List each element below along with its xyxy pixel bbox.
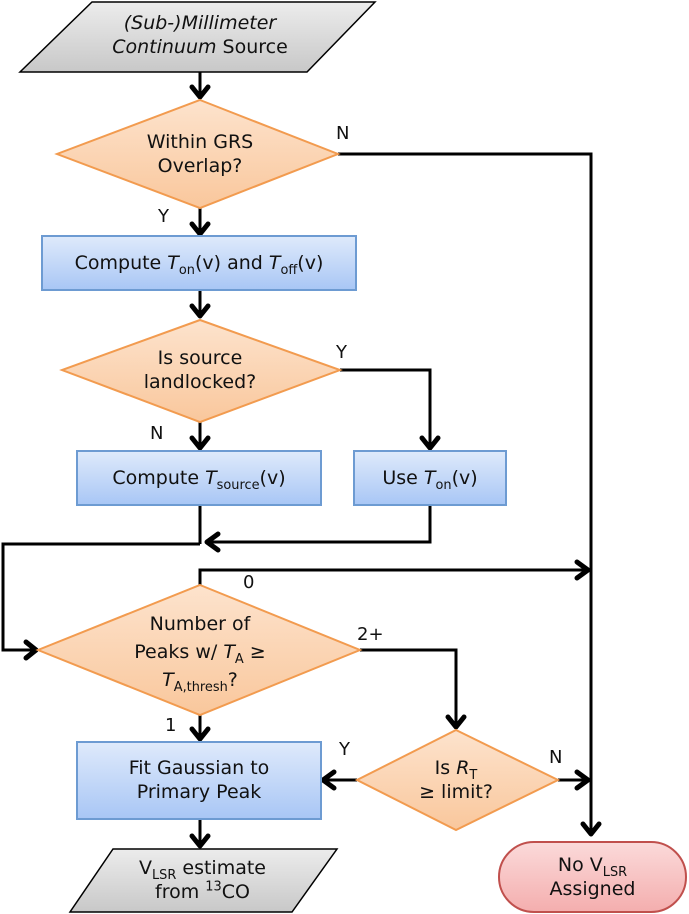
vlsr-output-label: VLSR estimate from 13CO [138,857,266,903]
compute-onoff-label: Compute Ton(v) and Toff(v) [74,252,324,278]
edge-landlocked-yes [340,368,432,447]
edge-label-landlocked-no: N [150,423,164,444]
compute-source-label: Compute Tsource(v) [112,467,286,493]
arrowhead-down-useon [419,435,441,451]
start-label: (Sub-)Millimeter Continuum Source [80,11,320,59]
arrowhead-down-landlocked [189,303,211,319]
edge-peaks-two-plus [360,648,458,726]
arrowhead-down-output [189,833,211,849]
arrowhead-down-grs [189,84,211,100]
edge-grs-no [338,152,593,833]
edge-merge-to-peaks [1,542,200,652]
start-label-line2: Continuum Source [112,36,288,58]
arrowhead-left-fit [320,769,337,791]
arrowhead-down-rt [445,714,467,730]
arrowhead-right-zero [574,559,591,581]
arrowhead-down-onoff [189,221,211,237]
compute-onoff-process-shape [41,235,357,291]
peaks-decision-shape [35,583,363,717]
rt-label: Is RT ≥ limit? [419,757,493,803]
no-vlsr-terminal-shape [498,841,687,913]
arrowhead-left-merge [204,531,221,553]
arrowhead-down-novlsr [580,821,602,837]
grs-label: Within GRS Overlap? [146,131,254,177]
fit-process-shape [76,741,322,820]
landlocked-decision-shape [59,318,343,424]
edge-label-landlocked-yes: Y [336,342,347,363]
arrowhead-down-source [189,435,211,451]
start-input-shape [18,1,377,73]
edge-label-grs-no: N [336,123,350,144]
edge-label-peaks-one: 1 [165,715,177,736]
grs-decision-shape [54,98,341,210]
landlocked-label: Is source landlocked? [143,347,257,393]
edge-useon-to-merge [206,505,432,544]
edge-peaks-zero [198,568,587,585]
start-label-line1: (Sub-)Millimeter [123,12,277,34]
arrowhead-right-rt-no [574,769,591,791]
edge-label-peaks-zero: 0 [243,572,255,593]
edge-label-rt-no: N [549,747,563,768]
peaks-label: Number of Peaks w/ TA ≥ TA,thresh? [134,613,266,695]
edge-label-rt-yes: Y [339,739,350,760]
fit-label: Fit Gaussian to Primary Peak [128,757,270,803]
no-vlsr-label: No VLSR Assigned [549,854,636,900]
compute-source-process-shape [76,450,322,506]
use-on-process-shape [353,450,507,506]
edge-label-peaks-two-plus: 2+ [357,624,384,645]
vlsr-output-shape [68,848,339,913]
edge-label-grs-yes: Y [158,206,169,227]
use-on-label: Use Ton(v) [382,467,478,493]
arrowhead-down-fit [189,726,211,742]
rt-decision-shape [354,728,561,832]
